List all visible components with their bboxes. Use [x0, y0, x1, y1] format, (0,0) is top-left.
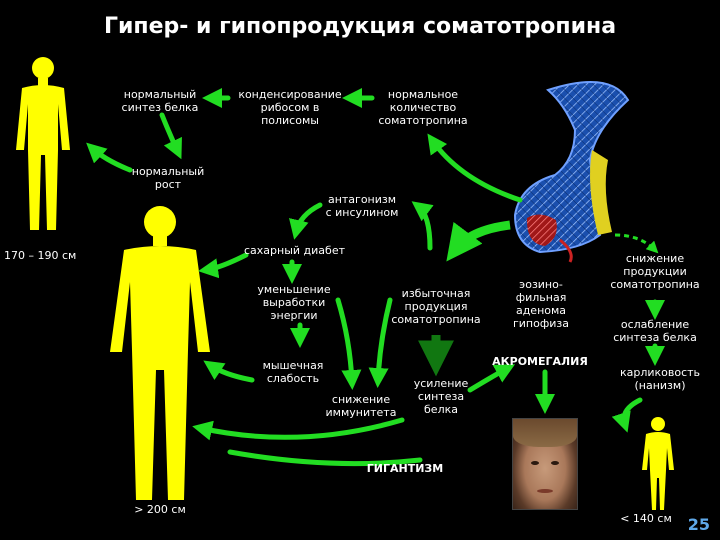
arrow-adenoma-to-label	[559, 238, 573, 263]
arrow-excess-to-immunity	[368, 297, 393, 388]
arrow-protein-to-growth	[159, 112, 182, 160]
arrow-protein-to-giant	[192, 417, 405, 441]
acromegaly-patient-photo	[512, 418, 578, 510]
pituitary-gland	[513, 81, 630, 254]
normal-human-figure	[16, 57, 70, 230]
arrow-protein-to-acromegaly	[467, 364, 516, 393]
arrow-muscle-to-giant	[203, 360, 255, 383]
page-number: 25	[687, 515, 710, 534]
label-height-giant: > 200 см	[134, 503, 186, 516]
page-title: Гипер- и гипопродукция соматотропина	[103, 14, 617, 39]
label-gigantism: ГИГАНТИЗМ	[366, 462, 444, 475]
label-diabetes: сахарный диабет	[244, 244, 345, 257]
arrow-pituitary-to-reduced	[614, 233, 659, 254]
arrow-growth-to-human	[86, 142, 133, 173]
label-dwarfism: карликовость(нанизм)	[619, 366, 701, 392]
dwarf-figure	[642, 417, 674, 510]
giant-figure	[110, 206, 210, 500]
arrow-gigantism-line	[227, 449, 423, 467]
label-acromegaly: АКРОМЕГАЛИЯ	[492, 355, 588, 368]
arrow-pituitary-to-excess	[446, 220, 511, 262]
arrow-diabetes-to-giant	[198, 252, 249, 279]
arrow-excess-to-antagonism	[411, 201, 434, 251]
arrow-dwarfism-to-dwarf	[611, 397, 643, 433]
arrow-pituitary-to-stg	[427, 133, 523, 203]
arrow-energy-to-immunity	[335, 297, 362, 390]
label-height-normal: 170 – 190 см	[4, 249, 77, 262]
arrow-antagonism-to-diabetes	[289, 202, 323, 240]
label-height-dwarf: < 140 см	[620, 512, 672, 525]
